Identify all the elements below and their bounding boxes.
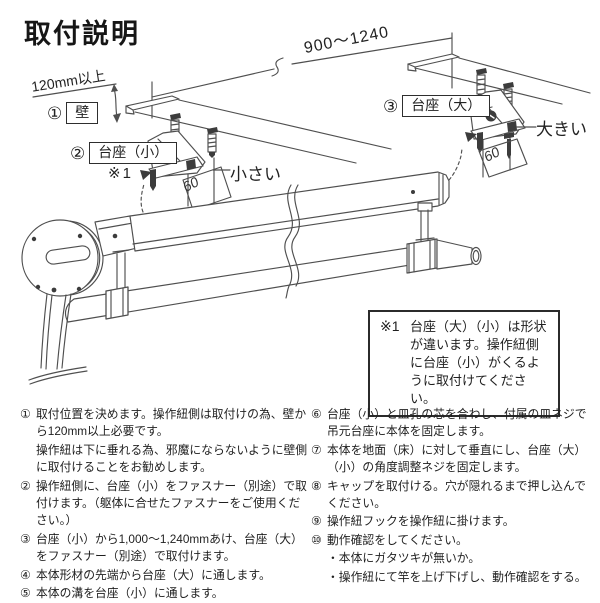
- instructions-column-left: ① 取付位置を決めます。操作紐側は取付けの為、壁から120mm以上必要です。 操…: [20, 406, 309, 603]
- instruction-step: ⑦ 本体を地面（床）に対して垂直にし、台座（大）（小）の角度調整ネジを固定します…: [311, 442, 587, 475]
- angle-plate-right: [478, 138, 528, 178]
- page-title: 取付説明: [24, 19, 140, 49]
- instruction-step: ⑤ 本体の溝を台座（小）に通します。: [20, 586, 224, 601]
- callout-base-large: ③ 台座（大）: [383, 95, 491, 117]
- ceiling-rail-left: [125, 95, 392, 164]
- callout-base-large-number: ③: [383, 96, 399, 116]
- installation-diagram: [21, 32, 591, 385]
- instruction-check-item: ・操作紐にて竿を上げ下げし、動作確認をする。: [327, 569, 587, 584]
- note-box-text: 台座（大）（小）は形状が違います。操作紐側に台座（小）がくるように取付けてくださ…: [410, 319, 547, 406]
- instruction-step: ④ 本体形材の先端から台座（大）に通します。: [20, 567, 271, 582]
- instruction-step: ⑨ 操作紐フックを操作紐に掛けます。: [311, 514, 515, 529]
- angle-plate-left: [182, 166, 232, 211]
- instruction-check-item: ・本体にガタツキが無いか。: [327, 551, 481, 566]
- instruction-step: ⑥ 台座（小）と皿孔の芯を合わし、付属の皿ネジで吊元台座に本体を固定します。: [311, 407, 587, 439]
- instruction-step: ⑩ 動作確認をしてください。: [311, 532, 468, 547]
- callout-wall-box: 壁: [66, 102, 99, 124]
- ceiling-rail-right: [407, 53, 591, 105]
- callout-base-small: ② 台座（小）: [70, 142, 178, 164]
- unit-body-drawing: [21, 171, 482, 385]
- instruction-step: ③ 台座（小）から1,000〜1,240mmあけ、台座（大）をファスナー（別途）…: [20, 531, 303, 564]
- dashed-leader-left: [140, 170, 152, 213]
- instructions-column-right: ⑥ 台座（小）と皿孔の芯を合わし、付属の皿ネジで吊元台座に本体を固定します。 ⑦…: [311, 406, 592, 587]
- small-side-label: 小さい: [230, 165, 281, 184]
- note-box: ※1 台座（大）（小）は形状が違います。操作紐側に台座（小）がくるように取付けて…: [368, 310, 560, 417]
- callout-wall: ① 壁: [47, 102, 99, 124]
- large-side-label: 大きい: [536, 120, 587, 139]
- callout-base-small-number: ②: [70, 143, 86, 163]
- instruction-step: ② 操作紐側に、台座（小）をファスナー（別途）で取付けます。（躯体に合せたファス…: [20, 478, 307, 528]
- dimension-line-120mm: [32, 83, 121, 123]
- instruction-step: ① 取付位置を決めます。操作紐側は取付けの為、壁から120mm以上必要です。: [20, 407, 307, 439]
- callout-wall-number: ①: [47, 103, 63, 123]
- callout-base-large-box: 台座（大）: [402, 95, 491, 117]
- instruction-step: 操作紐は下に垂れる為、邪魔にならないように壁側に取付けることをお勧めします。: [36, 442, 308, 475]
- note-reference-mark: ※1: [108, 165, 133, 182]
- dashed-leader-right: [448, 132, 477, 181]
- note-box-ref: ※1: [380, 318, 400, 334]
- instruction-step: ⑧ キャップを取付ける。穴が隠れるまで押し込んでください。: [311, 478, 586, 511]
- callout-base-small-box: 台座（小）: [89, 142, 178, 164]
- dimension-line-900-1240: [151, 32, 453, 119]
